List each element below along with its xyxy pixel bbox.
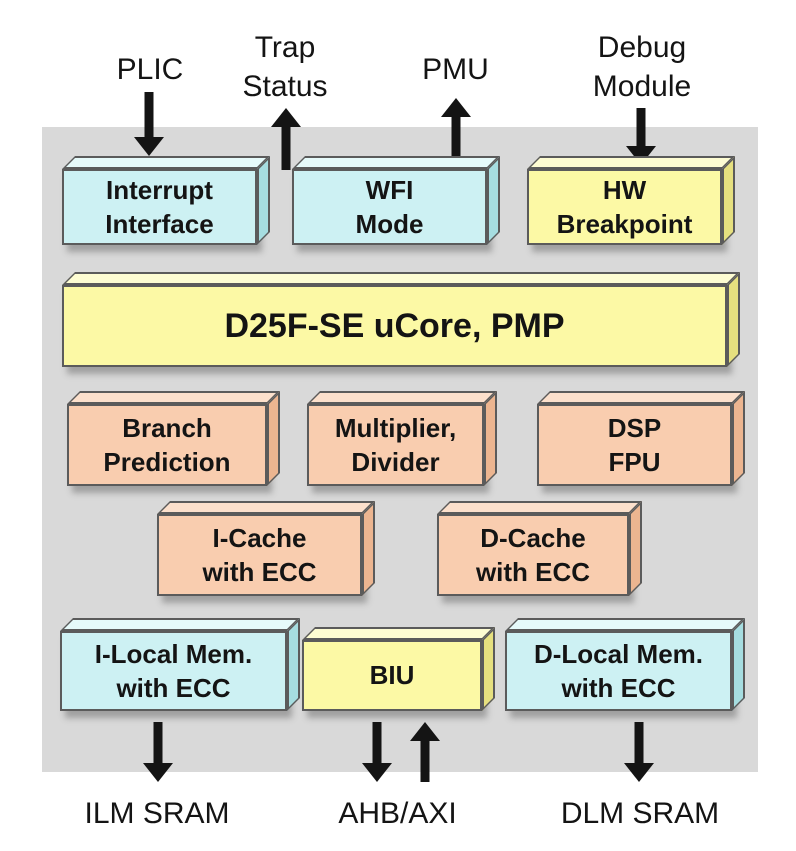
label-debug-module: Debug Module [592, 31, 692, 103]
arrow-head [410, 722, 440, 741]
arrow-stem [153, 722, 163, 766]
label-dlm-sram: DLM SRAM [560, 797, 720, 830]
label-plic: PLIC [116, 53, 184, 86]
arrow-head [134, 137, 164, 156]
label-ilm-sram: ILM SRAM [84, 797, 230, 830]
label-pmu: PMU [422, 53, 489, 86]
arrow-head [441, 98, 471, 117]
block-dcache: D-Cache with ECC [437, 514, 629, 596]
block-multiplier-divider: Multiplier, Divider [307, 404, 484, 486]
arrow-stem [144, 92, 154, 140]
arrow-biu-in-up-icon [410, 722, 440, 782]
label-ahb-axi: AHB/AXI [338, 797, 457, 830]
block-dsp-fpu: DSP FPU [537, 404, 732, 486]
block-label: D-Local Mem. with ECC [533, 638, 704, 703]
block-wfi-mode: WFI Mode [292, 169, 487, 245]
block-ucore: D25F-SE uCore, PMP [62, 285, 727, 367]
arrow-stem [636, 108, 646, 149]
arrow-stem [281, 124, 291, 170]
arrow-ilm-sram-down-icon [143, 722, 173, 782]
arrow-head [271, 108, 301, 127]
block-label: Multiplier, Divider [334, 412, 457, 477]
arrow-stem [451, 114, 461, 158]
block-label: Interrupt Interface [105, 174, 214, 239]
block-label: WFI Mode [355, 174, 424, 239]
arrow-pmu-up-icon [441, 98, 471, 158]
arrow-head [362, 763, 392, 782]
block-label: DSP FPU [607, 412, 662, 477]
block-label: D-Cache with ECC [475, 522, 591, 587]
arrow-head [143, 763, 173, 782]
arrow-stem [372, 722, 382, 766]
block-icache: I-Cache with ECC [157, 514, 362, 596]
block-biu: BIU [302, 640, 482, 711]
arrow-stem [634, 722, 644, 766]
block-label: HW Breakpoint [556, 174, 693, 239]
arrow-head [624, 763, 654, 782]
block-interrupt-interface: Interrupt Interface [62, 169, 257, 245]
arrow-dlm-sram-down-icon [624, 722, 654, 782]
block-label: BIU [369, 660, 415, 691]
arrow-trap-status-up-icon [271, 108, 301, 170]
block-ilm: I-Local Mem. with ECC [60, 631, 287, 711]
arrow-plic-down-icon [134, 92, 164, 156]
label-trap-status: Trap Status [242, 31, 328, 103]
block-dlm: D-Local Mem. with ECC [505, 631, 732, 711]
block-label: I-Local Mem. with ECC [94, 638, 253, 703]
block-branch-prediction: Branch Prediction [67, 404, 267, 486]
arrow-stem [420, 738, 430, 782]
block-label: D25F-SE uCore, PMP [224, 306, 565, 345]
arrow-biu-out-down-icon [362, 722, 392, 782]
block-label: Branch Prediction [103, 412, 231, 477]
block-label: I-Cache with ECC [202, 522, 317, 587]
block-hw-breakpoint: HW Breakpoint [527, 169, 722, 245]
